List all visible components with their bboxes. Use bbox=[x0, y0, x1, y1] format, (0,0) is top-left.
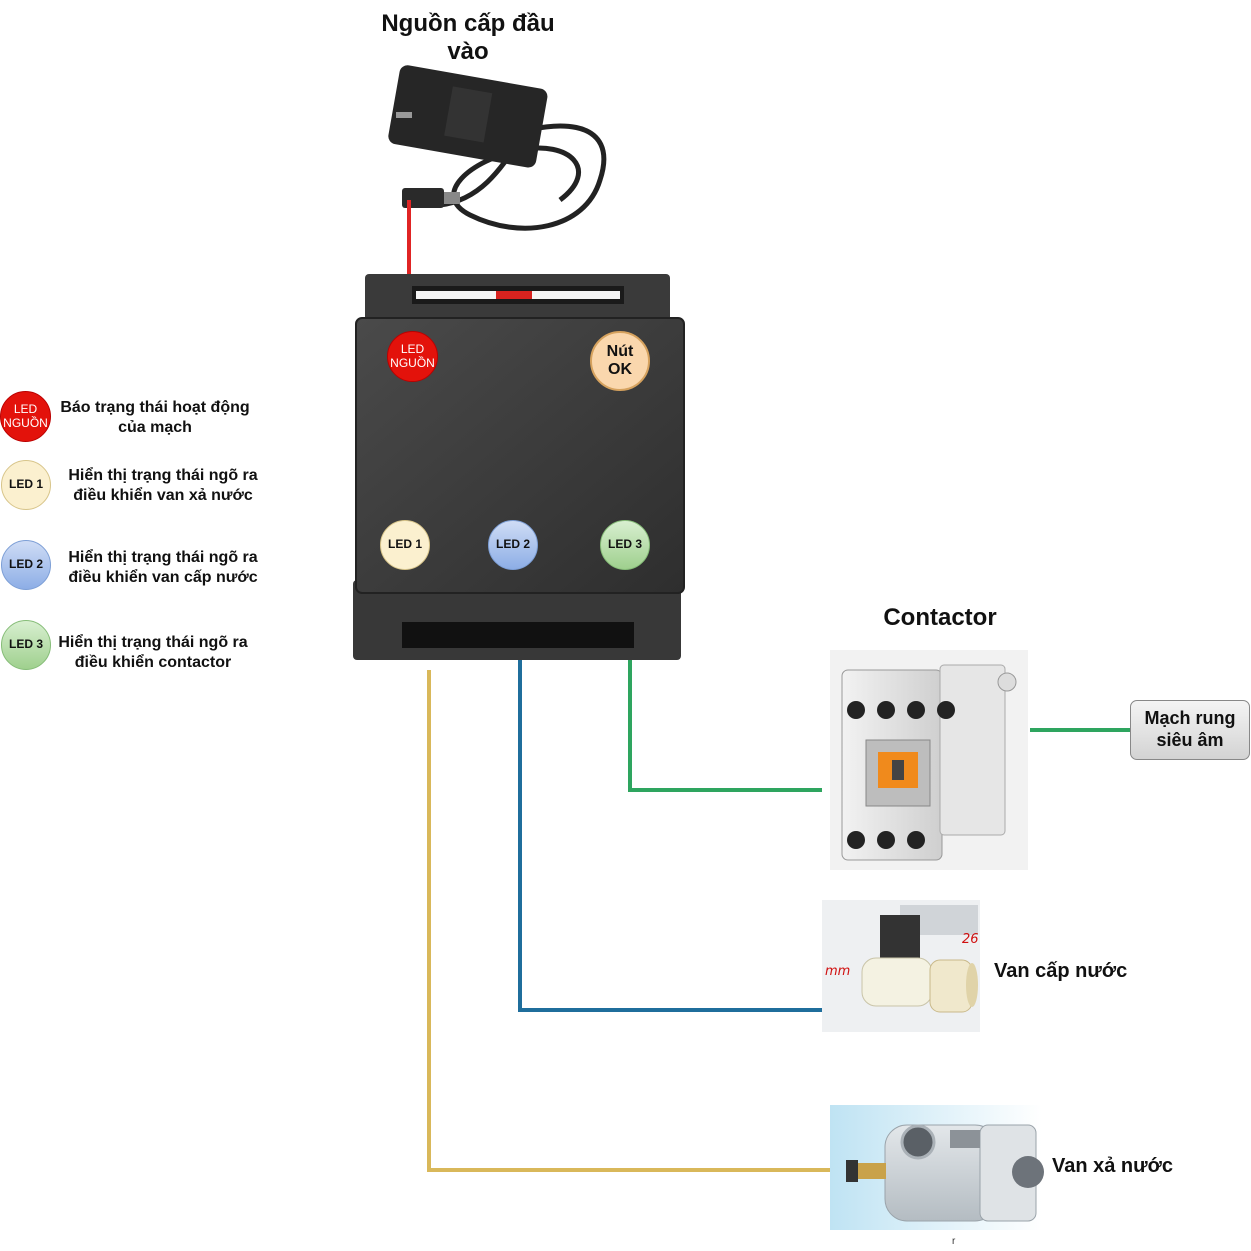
drain-valve-label: Van xả nước bbox=[1052, 1155, 1173, 1177]
led2-wire bbox=[518, 660, 832, 1012]
inlet-valve-label: Van cấp nước bbox=[994, 960, 1128, 982]
ok-button[interactable]: Nút OK bbox=[590, 331, 650, 391]
led-power-label: LED NGUỒN bbox=[390, 342, 435, 370]
controller-enclosure bbox=[353, 274, 685, 660]
legend-badge-label: LED 2 bbox=[8, 557, 43, 572]
legend-text-led1: Hiển thị trạng thái ngõ ra điều khiển va… bbox=[68, 467, 258, 504]
drain-valve-image bbox=[830, 1105, 1044, 1230]
legend-badge-led-power: LED NGUỒN bbox=[0, 391, 51, 442]
inlet-valve-image: mm 26 bbox=[822, 900, 980, 1032]
led1-wire bbox=[427, 670, 840, 1172]
contactor-title: Contactor bbox=[883, 604, 997, 631]
led1-indicator: LED 1 bbox=[380, 520, 430, 570]
led3-wire bbox=[628, 650, 822, 792]
led-power-indicator: LED NGUỒN bbox=[387, 331, 438, 382]
led2-label: LED 2 bbox=[495, 537, 530, 552]
legend-badge-label: LED NGUỒN bbox=[3, 402, 48, 430]
led3-label: LED 3 bbox=[607, 537, 642, 552]
ultrasonic-circuit-label: Mạch rung siêu âm bbox=[1144, 708, 1236, 750]
legend-badge-label: LED 3 bbox=[8, 637, 43, 652]
legend-badge-led3: LED 3 bbox=[1, 620, 51, 670]
legend-badge-label: LED 1 bbox=[8, 477, 43, 492]
led3-indicator: LED 3 bbox=[600, 520, 650, 570]
ultrasonic-circuit-box: Mạch rung siêu âm bbox=[1130, 700, 1250, 760]
legend-text-led2: Hiển thị trạng thái ngõ ra điều khiển va… bbox=[68, 549, 258, 586]
power-supply-title: Nguồn cấp đầu vào bbox=[381, 10, 555, 65]
power-adapter bbox=[388, 65, 607, 231]
svg-text:26: 26 bbox=[962, 932, 979, 947]
ok-button-label: Nút OK bbox=[606, 343, 634, 378]
legend-text-led-power: Báo trạng thái hoạt động của mạch bbox=[60, 399, 250, 436]
contactor-image bbox=[830, 650, 1028, 870]
stray-mark: r bbox=[952, 1236, 956, 1247]
led2-indicator: LED 2 bbox=[488, 520, 538, 570]
legend-badge-led1: LED 1 bbox=[1, 460, 51, 510]
legend-text-led3: Hiển thị trạng thái ngõ ra điều khiển co… bbox=[58, 634, 248, 671]
legend-badge-led2: LED 2 bbox=[1, 540, 51, 590]
svg-text:mm: mm bbox=[825, 964, 850, 979]
led1-label: LED 1 bbox=[387, 537, 422, 552]
